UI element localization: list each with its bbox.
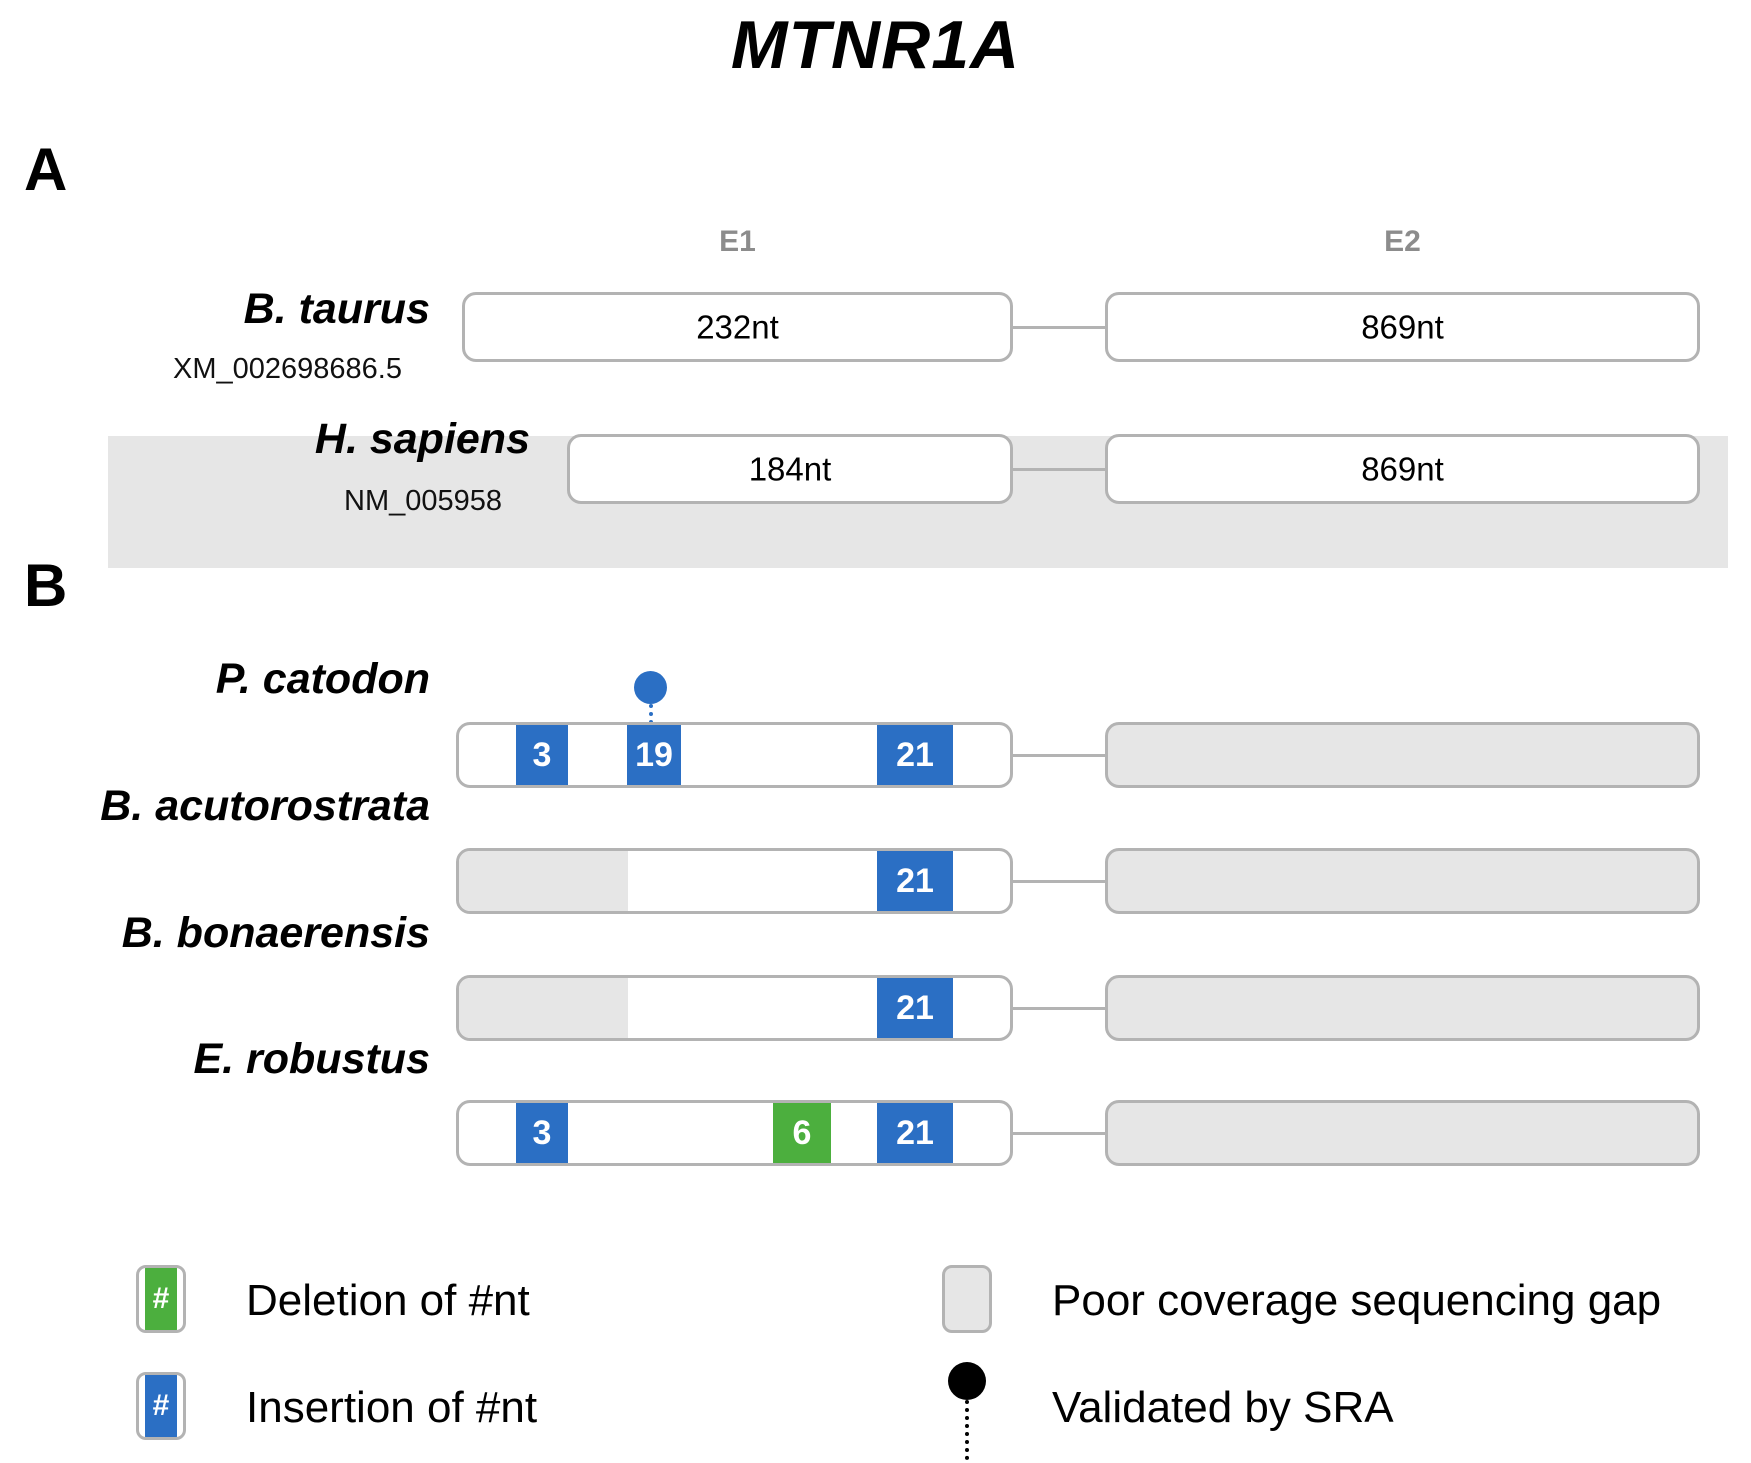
panel-b-species-e-robustus: E. robustus: [193, 1035, 430, 1083]
panel-b-row-b-acutorostrata-exon-e2-gap: [1105, 848, 1700, 914]
panel-b-row-e-robustus-exon-e1: 3 6 21: [456, 1100, 1013, 1166]
legend-sra-dot-icon: [948, 1362, 986, 1400]
panel-a-accession-b-taurus: XM_002698686.5: [173, 353, 402, 385]
panel-b-row-b-acutorostrata-indel-1: 21: [877, 851, 953, 911]
panel-b-row-b-bonaerensis-intron-line: [1013, 1007, 1105, 1010]
legend-deletion-swatch: #: [136, 1265, 186, 1333]
panel-a-row-b-taurus-exon-e2-length: 869nt: [1361, 308, 1444, 346]
legend-gap-swatch: [942, 1265, 992, 1333]
legend-sra-text: Validated by SRA: [1052, 1383, 1394, 1432]
figure-title: MTNR1A: [730, 7, 1021, 83]
legend-deletion-symbol: #: [145, 1268, 177, 1330]
panel-a-e1-header: E1: [719, 225, 756, 258]
panel-a-row-b-taurus-intron-line: [1013, 326, 1105, 329]
panel-a-species-b-taurus: B. taurus: [243, 285, 430, 333]
panel-a-row-h-sapiens-exon-e2: 869nt: [1105, 434, 1700, 504]
panel-b-row-e-robustus-indel-1: 3: [516, 1103, 568, 1163]
panel-b-species-b-acutorostrata: B. acutorostrata: [100, 782, 430, 830]
legend-deletion-text: Deletion of #nt: [246, 1276, 530, 1325]
panel-a-row-h-sapiens-exon-e1-length: 184nt: [748, 450, 832, 488]
legend-insertion-swatch: #: [136, 1372, 186, 1440]
panel-a-accession-h-sapiens: NM_005958: [344, 485, 502, 517]
panel-b-row-e-robustus-intron-line: [1013, 1132, 1105, 1135]
panel-b-row-b-bonaerensis-indel-1: 21: [877, 978, 953, 1038]
sra-marker-dot: [634, 671, 667, 704]
panel-b-letter: B: [24, 552, 68, 619]
panel-b-row-e-robustus-exon-e2-gap: [1105, 1100, 1700, 1166]
panel-b-row-p-catodon-indel-2: 19: [627, 725, 681, 785]
panel-a-row-h-sapiens-exon-e2-length: 869nt: [1361, 450, 1444, 488]
panel-a-row-b-taurus-exon-e1: 232nt: [462, 292, 1013, 362]
legend-sra-stem-icon: [965, 1400, 969, 1460]
panel-b-row-b-acutorostrata-intron-line: [1013, 880, 1105, 883]
panel-a-row-h-sapiens-intron-line: [1013, 468, 1105, 471]
panel-a-row-b-taurus-exon-e1-length: 232nt: [696, 308, 779, 346]
panel-b-row-e-robustus-indel-2: 6: [773, 1103, 831, 1163]
sra-marker-stem: [649, 704, 653, 724]
panel-b-row-p-catodon-exon-e1: 3 19 21: [456, 722, 1013, 788]
legend-insertion-symbol: #: [145, 1375, 177, 1437]
panel-b-row-e-robustus-indel-3: 21: [877, 1103, 953, 1163]
panel-b-row-b-acutorostrata-gap-region: [459, 851, 628, 911]
legend-gap-text: Poor coverage sequencing gap: [1052, 1276, 1662, 1325]
panel-b-species-b-bonaerensis: B. bonaerensis: [121, 909, 430, 957]
panel-a-letter: A: [24, 136, 68, 203]
panel-b-row-p-catodon-exon-e2-gap: [1105, 722, 1700, 788]
panel-a-e2-header: E2: [1384, 225, 1421, 258]
panel-b-species-p-catodon: P. catodon: [215, 655, 430, 703]
panel-b-row-b-bonaerensis-exon-e1: 21: [456, 975, 1013, 1041]
panel-a-species-h-sapiens: H. sapiens: [314, 415, 530, 463]
panel-a-row-b-taurus-exon-e2: 869nt: [1105, 292, 1700, 362]
panel-b-row-b-bonaerensis-gap-region: [459, 978, 628, 1038]
panel-a-row-h-sapiens-exon-e1: 184nt: [567, 434, 1013, 504]
panel-b-row-p-catodon-intron-line: [1013, 754, 1105, 757]
legend-insertion-text: Insertion of #nt: [246, 1383, 538, 1432]
panel-b-row-p-catodon-indel-1: 3: [516, 725, 568, 785]
panel-b-row-b-acutorostrata-exon-e1: 21: [456, 848, 1013, 914]
panel-b-row-b-bonaerensis-exon-e2-gap: [1105, 975, 1700, 1041]
panel-b-row-p-catodon-indel-3: 21: [877, 725, 953, 785]
